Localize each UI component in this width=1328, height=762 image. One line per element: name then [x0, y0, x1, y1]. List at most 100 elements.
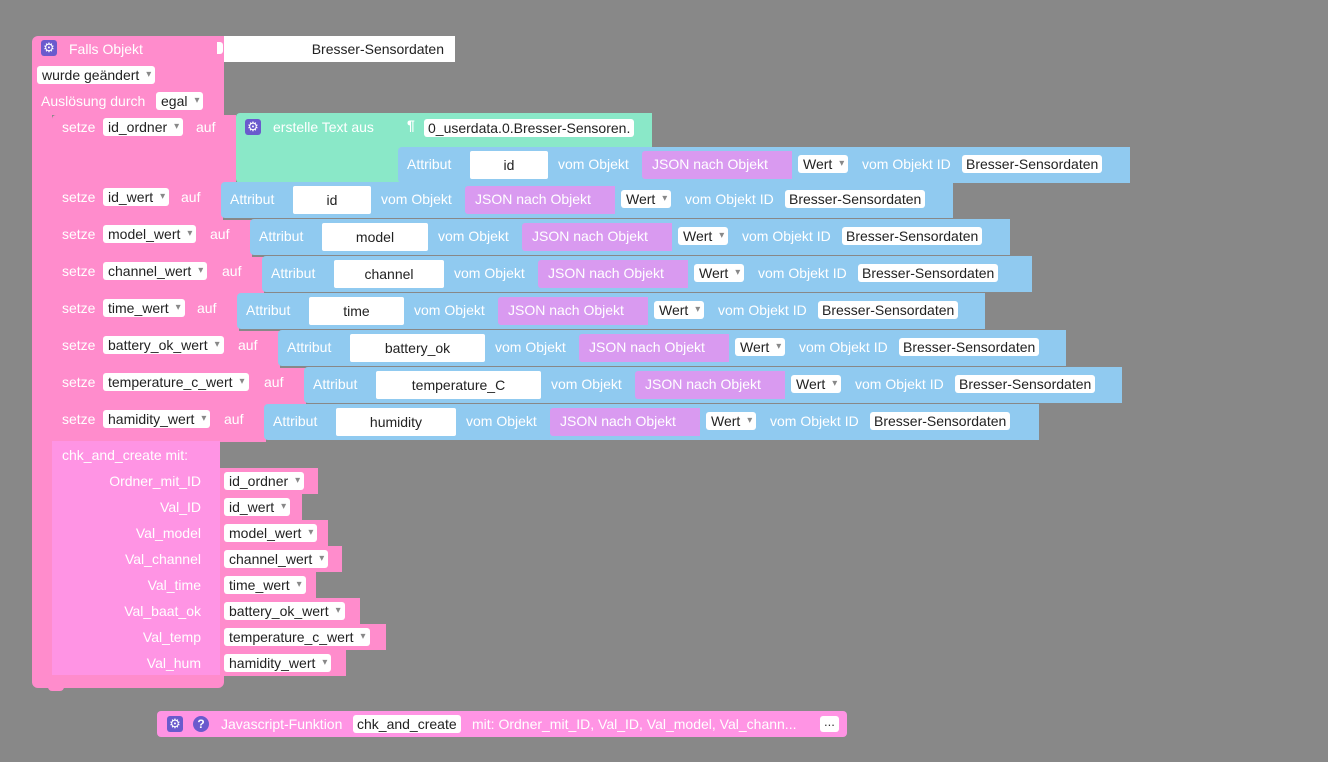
- value-type-dropdown[interactable]: Wert: [706, 412, 757, 430]
- param-var-dropdown[interactable]: time_wert: [224, 576, 306, 594]
- js-function-name-field[interactable]: chk_and_create: [353, 715, 461, 733]
- js-function-gear-icon[interactable]: ⚙: [167, 716, 183, 732]
- param-label: Val_temp: [142, 629, 201, 645]
- object-id-field[interactable]: Bresser-Sensordaten: [842, 227, 983, 245]
- procedure-call-block[interactable]: [52, 441, 220, 675]
- trigger-source-dropdown[interactable]: egal: [156, 92, 204, 110]
- js-function-more-button[interactable]: ...: [820, 715, 839, 732]
- json-to-object-label: JSON nach Objekt: [532, 228, 648, 244]
- value-type-dropdown[interactable]: Wert: [798, 155, 849, 173]
- value-type-dropdown[interactable]: Wert: [735, 338, 786, 356]
- vom-objekt-label: vom Objekt: [558, 156, 629, 172]
- trigger-changed-dropdown[interactable]: wurde geändert: [37, 66, 156, 84]
- param-label: Val_baat_ok: [124, 603, 201, 619]
- param-var-dropdown[interactable]: model_wert: [224, 524, 318, 542]
- js-function-params-text: mit: Ordner_mit_ID, Val_ID, Val_model, V…: [472, 716, 797, 732]
- js-function-block[interactable]: [157, 711, 847, 737]
- attribute-name-field[interactable]: humidity: [336, 408, 456, 436]
- trigger-object-id-field[interactable]: Bresser-Sensordaten: [224, 36, 455, 62]
- attribute-label: Attribut: [259, 228, 304, 244]
- set-to-label: auf: [222, 263, 242, 279]
- param-var-dropdown[interactable]: id_wert: [224, 498, 291, 516]
- vom-objekt-id-label: vom Objekt ID: [855, 376, 944, 392]
- vom-objekt-label: vom Objekt: [381, 191, 452, 207]
- set-var-dropdown[interactable]: channel_wert: [103, 262, 208, 280]
- value-type-dropdown[interactable]: Wert: [694, 264, 745, 282]
- set-label: setze: [62, 189, 96, 205]
- param-var-dropdown[interactable]: battery_ok_wert: [224, 602, 345, 620]
- param-var-dropdown[interactable]: channel_wert: [224, 550, 329, 568]
- attribute-label: Attribut: [271, 265, 316, 281]
- json-to-object-block[interactable]: [465, 186, 615, 214]
- value-type-dropdown[interactable]: Wert: [678, 227, 729, 245]
- json-to-object-block[interactable]: [635, 371, 785, 399]
- create-text-gear-icon[interactable]: ⚙: [245, 119, 261, 135]
- param-label: Val_channel: [124, 551, 201, 567]
- set-to-label: auf: [264, 374, 284, 390]
- json-to-object-label: JSON nach Objekt: [560, 413, 676, 429]
- value-type-dropdown[interactable]: Wert: [621, 190, 672, 208]
- attribute-name-field[interactable]: channel: [334, 260, 444, 288]
- vom-objekt-id-label: vom Objekt ID: [770, 413, 859, 429]
- attribute-label: Attribut: [273, 413, 318, 429]
- object-id-field[interactable]: Bresser-Sensordaten: [870, 412, 1011, 430]
- set-var-dropdown[interactable]: hamidity_wert: [103, 410, 211, 428]
- attribute-name-field[interactable]: time: [309, 297, 404, 325]
- vom-objekt-label: vom Objekt: [551, 376, 622, 392]
- set-to-label: auf: [181, 189, 201, 205]
- attribute-name-field[interactable]: model: [322, 223, 428, 251]
- set-var-dropdown[interactable]: id_ordner: [103, 118, 184, 136]
- object-id-field[interactable]: Bresser-Sensordaten: [955, 375, 1096, 393]
- json-to-object-label: JSON nach Objekt: [645, 376, 761, 392]
- object-id-field[interactable]: Bresser-Sensordaten: [858, 264, 999, 282]
- set-to-label: auf: [238, 337, 258, 353]
- pilcrow-icon: ¶: [407, 117, 415, 133]
- json-to-object-block[interactable]: [538, 260, 688, 288]
- attribute-name-field[interactable]: id: [470, 151, 548, 179]
- set-var-dropdown[interactable]: temperature_c_wert: [103, 373, 249, 391]
- object-id-field[interactable]: Bresser-Sensordaten: [785, 190, 926, 208]
- json-to-object-block[interactable]: [522, 223, 672, 251]
- object-id-field[interactable]: Bresser-Sensordaten: [818, 301, 959, 319]
- procedure-call-title: chk_and_create mit:: [62, 447, 189, 463]
- vom-objekt-id-label: vom Objekt ID: [862, 156, 951, 172]
- vom-objekt-label: vom Objekt: [454, 265, 525, 281]
- object-id-field[interactable]: Bresser-Sensordaten: [962, 155, 1103, 173]
- set-var-dropdown[interactable]: time_wert: [103, 299, 185, 317]
- param-label: Val_model: [135, 525, 201, 541]
- json-to-object-block[interactable]: [550, 408, 700, 436]
- param-var-dropdown[interactable]: temperature_c_wert: [224, 628, 370, 646]
- trigger-gear-icon[interactable]: ⚙: [41, 40, 57, 56]
- create-text-label: erstelle Text aus: [273, 119, 374, 135]
- vom-objekt-id-label: vom Objekt ID: [685, 191, 774, 207]
- set-var-dropdown[interactable]: id_wert: [103, 188, 170, 206]
- js-function-help-icon[interactable]: ?: [193, 716, 209, 732]
- json-to-object-label: JSON nach Objekt: [475, 191, 591, 207]
- set-var-dropdown[interactable]: battery_ok_wert: [103, 336, 224, 354]
- attribute-name-field[interactable]: id: [293, 186, 371, 214]
- object-id-field[interactable]: Bresser-Sensordaten: [899, 338, 1040, 356]
- attribute-name-field[interactable]: temperature_C: [376, 371, 541, 399]
- set-label: setze: [62, 119, 96, 135]
- value-type-dropdown[interactable]: Wert: [791, 375, 842, 393]
- param-var-dropdown[interactable]: hamidity_wert: [224, 654, 332, 672]
- set-to-label: auf: [210, 226, 230, 242]
- attribute-label: Attribut: [287, 339, 332, 355]
- attribute-name-field[interactable]: battery_ok: [350, 334, 485, 362]
- set-label: setze: [62, 411, 96, 427]
- param-var-dropdown[interactable]: id_ordner: [224, 472, 305, 490]
- vom-objekt-id-label: vom Objekt ID: [758, 265, 847, 281]
- set-var-dropdown[interactable]: model_wert: [103, 225, 197, 243]
- js-function-label: Javascript-Funktion: [221, 716, 343, 732]
- vom-objekt-label: vom Objekt: [438, 228, 509, 244]
- trigger-source-label: Auslösung durch: [41, 93, 146, 109]
- json-to-object-block[interactable]: [642, 151, 792, 179]
- text-value-field[interactable]: 0_userdata.0.Bresser-Sensoren.: [424, 119, 635, 137]
- json-to-object-block[interactable]: [579, 334, 729, 362]
- vom-objekt-id-label: vom Objekt ID: [742, 228, 831, 244]
- json-to-object-block[interactable]: [498, 297, 648, 325]
- param-label: Ordner_mit_ID: [109, 473, 201, 489]
- set-label: setze: [62, 263, 96, 279]
- trigger-bottom-notch: [48, 684, 64, 691]
- value-type-dropdown[interactable]: Wert: [654, 301, 705, 319]
